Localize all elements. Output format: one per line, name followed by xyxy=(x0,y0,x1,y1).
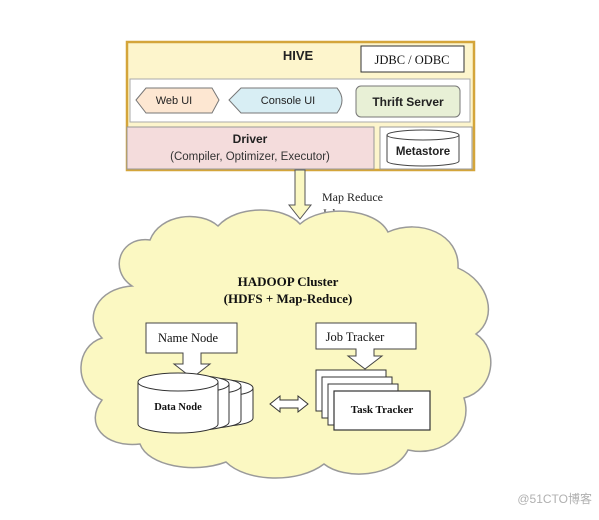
cluster-subtitle: (HDFS + Map-Reduce) xyxy=(224,291,353,306)
task-tracker-label: Task Tracker xyxy=(351,404,414,416)
web-ui-shape xyxy=(135,87,220,114)
web-ui-label: Web UI xyxy=(156,95,192,107)
thrift-server-label: Thrift Server xyxy=(372,95,444,109)
driver-box xyxy=(126,126,375,170)
cluster-title: HADOOP Cluster xyxy=(238,274,339,289)
driver-subtitle: (Compiler, Optimizer, Executor) xyxy=(170,151,330,163)
console-ui-label: Console UI xyxy=(261,95,315,107)
hive-block: HIVE JDBC / ODBC Web UI Console UI Thrif… xyxy=(125,40,476,172)
data-node-stack xyxy=(137,372,254,434)
hive-title: HIVE xyxy=(283,48,314,63)
arrow-label-line1: Map Reduce xyxy=(322,190,383,204)
name-node-callout xyxy=(145,322,238,379)
metastore-cylinder xyxy=(386,135,460,167)
console-ui-shape xyxy=(228,87,343,114)
thrift-server-box xyxy=(355,85,461,118)
driver-title: Driver xyxy=(233,132,268,146)
watermark-text: @51CTO博客 xyxy=(517,491,592,506)
data-node-label: Data Node xyxy=(154,402,202,413)
jdbc-odbc-box xyxy=(360,45,465,73)
metastore-cylinder-top xyxy=(386,129,460,141)
name-node-label: Name Node xyxy=(158,331,218,345)
job-tracker-label: Job Tracker xyxy=(326,330,386,344)
map-reduce-arrow xyxy=(287,169,313,220)
jdbc-odbc-label: JDBC / ODBC xyxy=(374,53,449,67)
task-tracker-stack xyxy=(315,369,431,431)
data-node-cylinder xyxy=(137,382,219,434)
metastore-label: Metastore xyxy=(396,146,450,158)
task-tracker-box xyxy=(333,390,431,431)
job-tracker-callout xyxy=(315,322,417,370)
bidirectional-arrow xyxy=(269,394,309,414)
hadoop-cloud xyxy=(80,209,492,479)
